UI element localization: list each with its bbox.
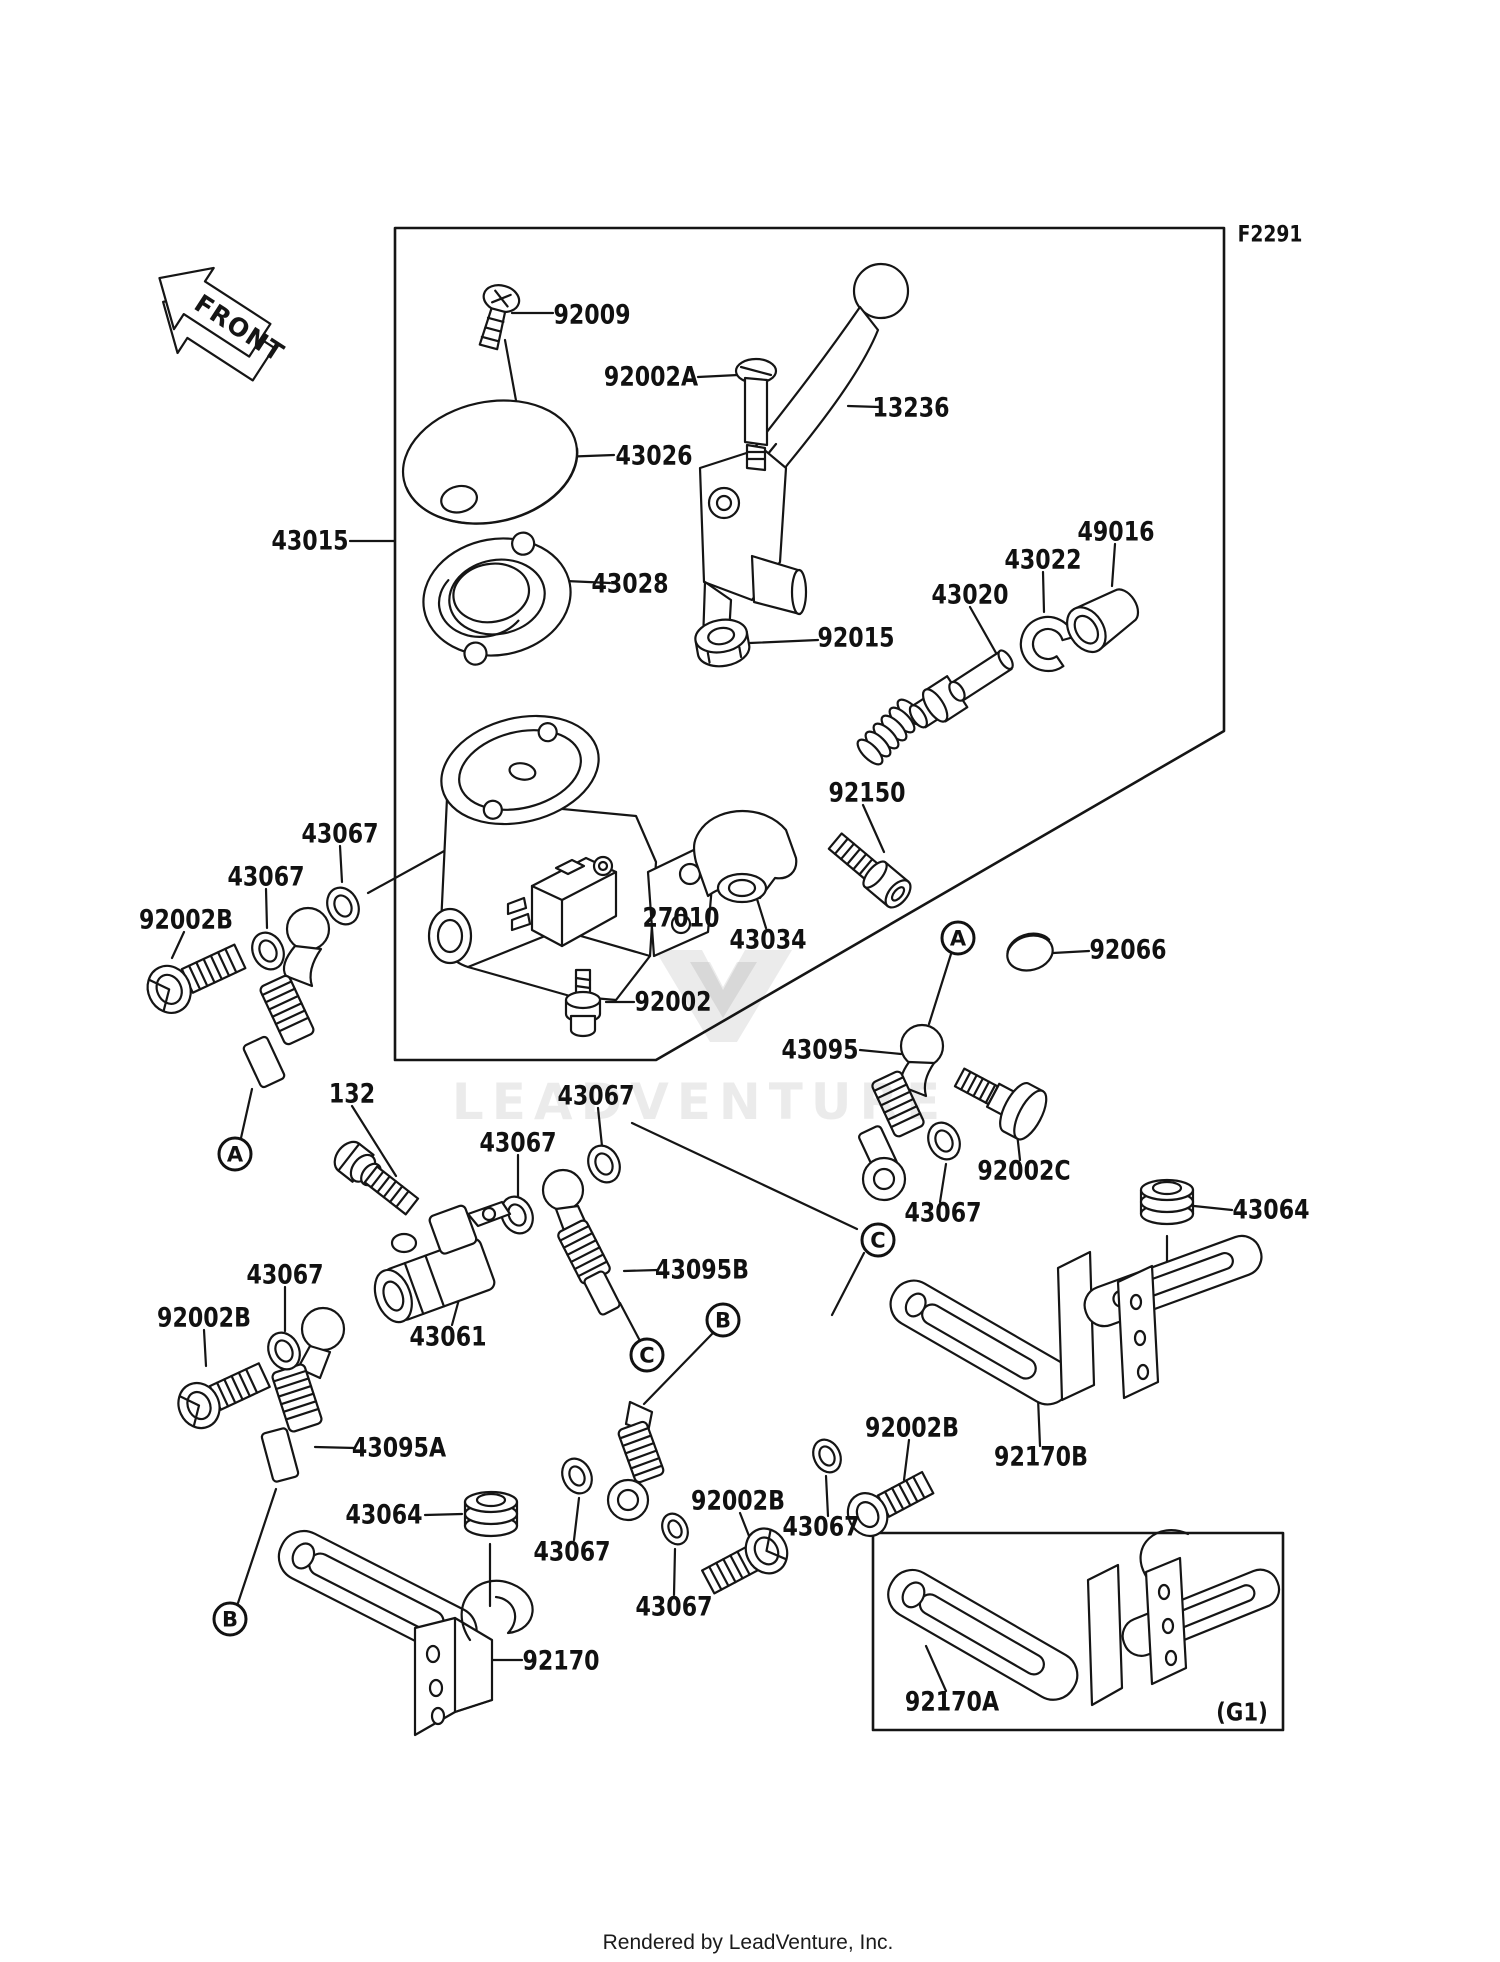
banjo-bolt-92002B-upper-left [146, 943, 247, 1014]
piston-return-spring [856, 698, 924, 766]
front-direction-arrow: FRONT [158, 266, 289, 382]
part-number-label-92015: 92015 [817, 622, 895, 654]
part-number-label-92002: 92002 [634, 986, 712, 1018]
part-number-label-43095: 43095 [781, 1034, 859, 1066]
part-number-label-92170: 92170 [522, 1645, 600, 1677]
part-number-label-43095A: 43095A [351, 1432, 447, 1464]
part-number-label-43022: 43022 [1004, 544, 1082, 576]
brake-hose-43095 [858, 1023, 945, 1202]
part-number-label-92002B: 92002B [691, 1485, 785, 1517]
clamp-bolt-92150 [827, 832, 912, 909]
part-number-label-92002A: 92002A [603, 361, 699, 393]
part-number-label-43067: 43067 [904, 1197, 982, 1229]
lever-pivot-bolt-92002A [734, 357, 778, 472]
part-number-label-43067: 43067 [557, 1080, 635, 1112]
brake-hose-43095B [541, 1168, 621, 1316]
banjo-bolt-92002B-bottom-center [701, 1527, 789, 1595]
leadventure-watermark-text: LEADVENTURE [451, 1073, 949, 1131]
part-number-label-43020: 43020 [931, 579, 1009, 611]
circlip-43022 [1019, 615, 1076, 673]
leadventure-watermark-logo [655, 950, 792, 1042]
washer-43067-center-1 [587, 1144, 621, 1184]
part-number-label-43064: 43064 [345, 1499, 423, 1531]
handlebar-clamp-43034 [692, 810, 798, 904]
washer-43067-bottom-center-2 [661, 1512, 689, 1546]
washer-43067-center-2 [500, 1195, 534, 1235]
part-number-label-43067: 43067 [533, 1536, 611, 1568]
junction-fitting-43061 [373, 1200, 512, 1324]
part-number-label-49016: 49016 [1077, 516, 1155, 548]
part-number-label-43064: 43064 [1232, 1194, 1310, 1226]
switch-screw-92002 [564, 968, 602, 1038]
washer-43067-bottom-center-1 [561, 1457, 593, 1495]
part-number-label-92002B: 92002B [139, 904, 233, 936]
brake-switch-27010 [506, 855, 618, 948]
grommet-43064-left [463, 1490, 519, 1538]
reference-circle-B: B [705, 1302, 741, 1338]
part-number-label-43028: 43028 [591, 568, 669, 600]
plug-92066 [1006, 932, 1054, 972]
upper-left-hose-fitting [242, 906, 331, 1089]
part-number-label-43034: 43034 [729, 924, 807, 956]
part-number-label-43095B: 43095B [655, 1254, 749, 1286]
diagram-code: F2291 [1237, 222, 1303, 248]
part-number-label-92002B: 92002B [865, 1412, 959, 1444]
washer-43067-near-92002C [927, 1121, 961, 1161]
diaphragm-plate-43028 [422, 531, 572, 666]
bracket-92170B [889, 1234, 1263, 1406]
part-number-label-132: 132 [328, 1078, 376, 1110]
banjo-bolt-92002C [953, 1067, 1048, 1141]
reference-circle-C: C [629, 1337, 665, 1373]
banjo-bolt-92002B-mid-left [177, 1362, 271, 1430]
part-number-label-13236: 13236 [872, 392, 950, 424]
bracket-92170 [277, 1529, 534, 1737]
lever-holder [698, 446, 808, 654]
part-number-label-92009: 92009 [553, 299, 631, 331]
part-number-label-43067: 43067 [301, 818, 379, 850]
washer-43067-upper-left-1 [326, 886, 360, 926]
bolt-132 [333, 1140, 420, 1216]
part-number-label-27010: 27010 [642, 902, 720, 934]
locknut-92015 [694, 618, 751, 668]
reference-circle-B: B [212, 1601, 248, 1637]
part-number-label-92002B: 92002B [157, 1302, 251, 1334]
part-number-label-43067: 43067 [227, 861, 305, 893]
main-group-box [393, 226, 1226, 1062]
bracket-92170A [887, 1529, 1281, 1707]
washer-43067-bottom-left [267, 1331, 301, 1371]
footer-credit: Rendered by LeadVenture, Inc. [602, 1931, 894, 1954]
part-number-label-43067: 43067 [635, 1591, 713, 1623]
leader-lines [170, 311, 1234, 1693]
part-number-label-43067: 43067 [782, 1511, 860, 1543]
part-number-label-43026: 43026 [615, 440, 693, 472]
bottom-center-hose-end [606, 1400, 665, 1522]
reference-circle-C: C [860, 1222, 896, 1258]
part-number-label-43067: 43067 [246, 1259, 324, 1291]
washer-43067-upper-left-2 [251, 931, 285, 971]
washer-43067-bottom-right [812, 1438, 842, 1474]
dust-boot-49016 [1066, 588, 1140, 654]
part-number-label-43061: 43061 [409, 1321, 487, 1353]
grommet-43064-right [1139, 1178, 1195, 1226]
part-number-label-92170A: 92170A [904, 1686, 1000, 1718]
banjo-bolt-92002B-right [846, 1470, 935, 1538]
part-number-label-92066: 92066 [1089, 934, 1167, 966]
part-number-label-43015: 43015 [271, 525, 349, 557]
part-number-label-92002C: 92002C [977, 1155, 1071, 1187]
reservoir-cap-screw-92009 [478, 284, 521, 351]
part-number-label-43067: 43067 [479, 1127, 557, 1159]
brake-hose-43095A [260, 1306, 346, 1483]
reference-circle-A: A [940, 920, 976, 956]
part-number-label-92170B: 92170B [994, 1441, 1088, 1473]
part-number-label-92150: 92150 [828, 777, 906, 809]
g1-group-label: (G1) [1216, 1697, 1268, 1727]
piston-assembly-43020 [908, 649, 1014, 729]
g1-variant-box [871, 1531, 1285, 1732]
reservoir-cap-43026 [401, 399, 579, 525]
reference-circle-A: A [217, 1136, 253, 1172]
